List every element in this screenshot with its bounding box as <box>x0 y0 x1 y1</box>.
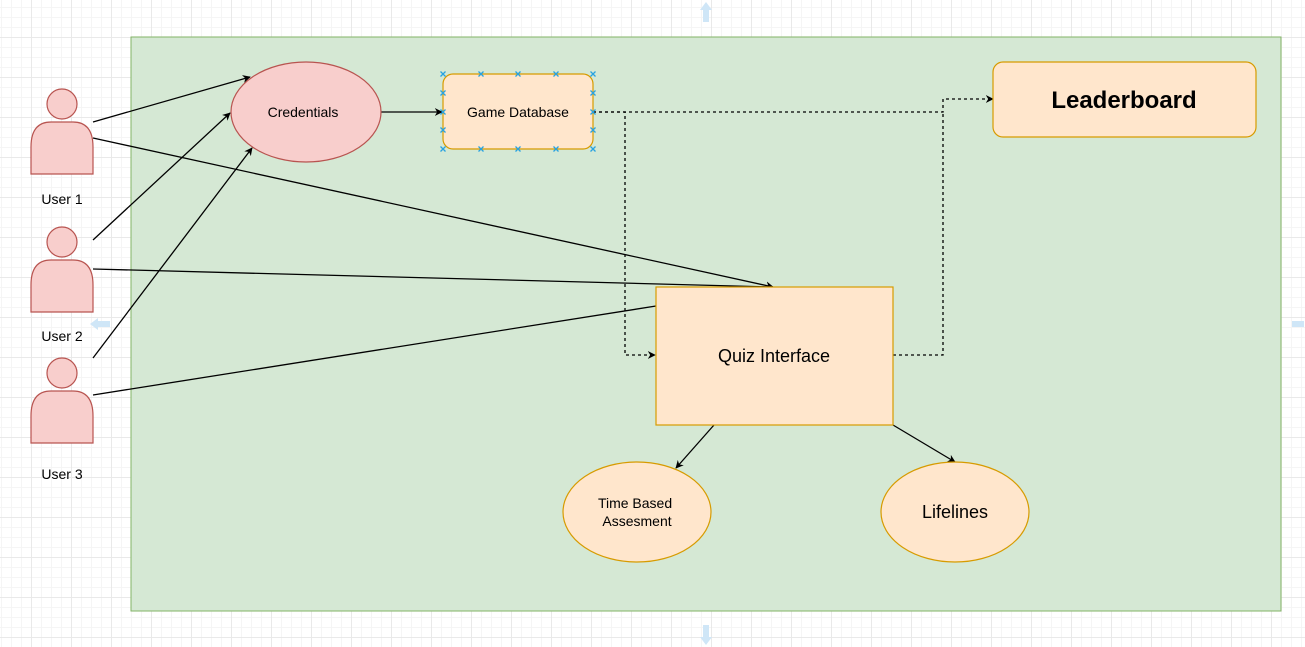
credentials-node[interactable]: Credentials <box>230 61 382 163</box>
leaderboard-node[interactable]: Leaderboard <box>992 61 1257 138</box>
actor-body-icon <box>30 390 94 444</box>
selection-handle[interactable] <box>440 146 446 152</box>
selection-handle[interactable] <box>440 90 446 96</box>
selection-handle[interactable] <box>515 71 521 77</box>
actor-label: User 1 <box>41 191 82 207</box>
edge-quiz-time-based[interactable] <box>675 424 715 469</box>
lifelines-label: Lifelines <box>922 502 988 522</box>
selection-handles[interactable] <box>440 71 596 152</box>
quiz-interface-label: Quiz Interface <box>718 346 830 366</box>
actor-user1[interactable]: User 1 <box>30 88 94 207</box>
dashed-edges <box>593 95 994 359</box>
selection-handle[interactable] <box>590 109 596 115</box>
selection-handle[interactable] <box>440 127 446 133</box>
edge-quiz-lifelines[interactable] <box>892 424 956 463</box>
game-database-node[interactable]: Game Database <box>440 71 596 152</box>
edges <box>92 75 956 469</box>
selection-handle[interactable] <box>478 71 484 77</box>
selection-handle[interactable] <box>590 127 596 133</box>
selection-handle[interactable] <box>440 109 446 115</box>
actor-head-icon <box>46 357 78 389</box>
actor-head-icon <box>46 88 78 120</box>
lifelines-node[interactable]: Lifelines <box>880 461 1030 563</box>
edge-quiz-leaderboard[interactable] <box>893 112 944 356</box>
actor-label: User 3 <box>41 466 82 482</box>
selection-handle[interactable] <box>515 146 521 152</box>
time-based-label-line1: Time Based <box>598 495 672 511</box>
edge-user2-quiz-interface[interactable] <box>92 268 774 288</box>
edge-database-quiz-interface[interactable] <box>593 111 656 359</box>
canvas-resize-hint-bottom[interactable] <box>700 625 712 645</box>
canvas-resize-hint-top[interactable] <box>700 2 712 22</box>
actor-body-icon <box>30 259 94 313</box>
selection-handle[interactable] <box>590 90 596 96</box>
selection-handle[interactable] <box>590 146 596 152</box>
time-based-label: Time Based Assesment <box>598 495 676 529</box>
canvas-resize-hint-right[interactable] <box>1292 321 1304 327</box>
actor-user2[interactable]: User 2 <box>30 226 94 344</box>
edge-user1-credentials[interactable] <box>92 75 251 123</box>
edge-user3-credentials[interactable] <box>92 147 253 359</box>
edge-database-leaderboard[interactable] <box>593 95 994 113</box>
actor-user3[interactable]: User 3 <box>30 357 94 482</box>
edge-user3-quiz-interface[interactable] <box>92 305 657 396</box>
edge-user1-quiz-interface[interactable] <box>92 137 774 290</box>
actor-body-icon <box>30 121 94 175</box>
selection-handle[interactable] <box>478 146 484 152</box>
edge-user2-credentials[interactable] <box>92 112 231 241</box>
leaderboard-label: Leaderboard <box>1051 87 1196 114</box>
selection-handle[interactable] <box>590 71 596 77</box>
game-database-label: Game Database <box>467 104 569 120</box>
selection-handle[interactable] <box>553 71 559 77</box>
canvas-resize-hint-left[interactable] <box>90 318 110 330</box>
quiz-interface-node[interactable]: Quiz Interface <box>655 286 894 426</box>
selection-handle[interactable] <box>553 146 559 152</box>
credentials-label: Credentials <box>268 104 339 120</box>
time-based-assessment-node[interactable]: Time Based Assesment <box>562 461 712 563</box>
actor-head-icon <box>46 226 78 258</box>
time-based-label-line2: Assesment <box>602 513 671 529</box>
selection-handle[interactable] <box>440 71 446 77</box>
actor-label: User 2 <box>41 328 82 344</box>
